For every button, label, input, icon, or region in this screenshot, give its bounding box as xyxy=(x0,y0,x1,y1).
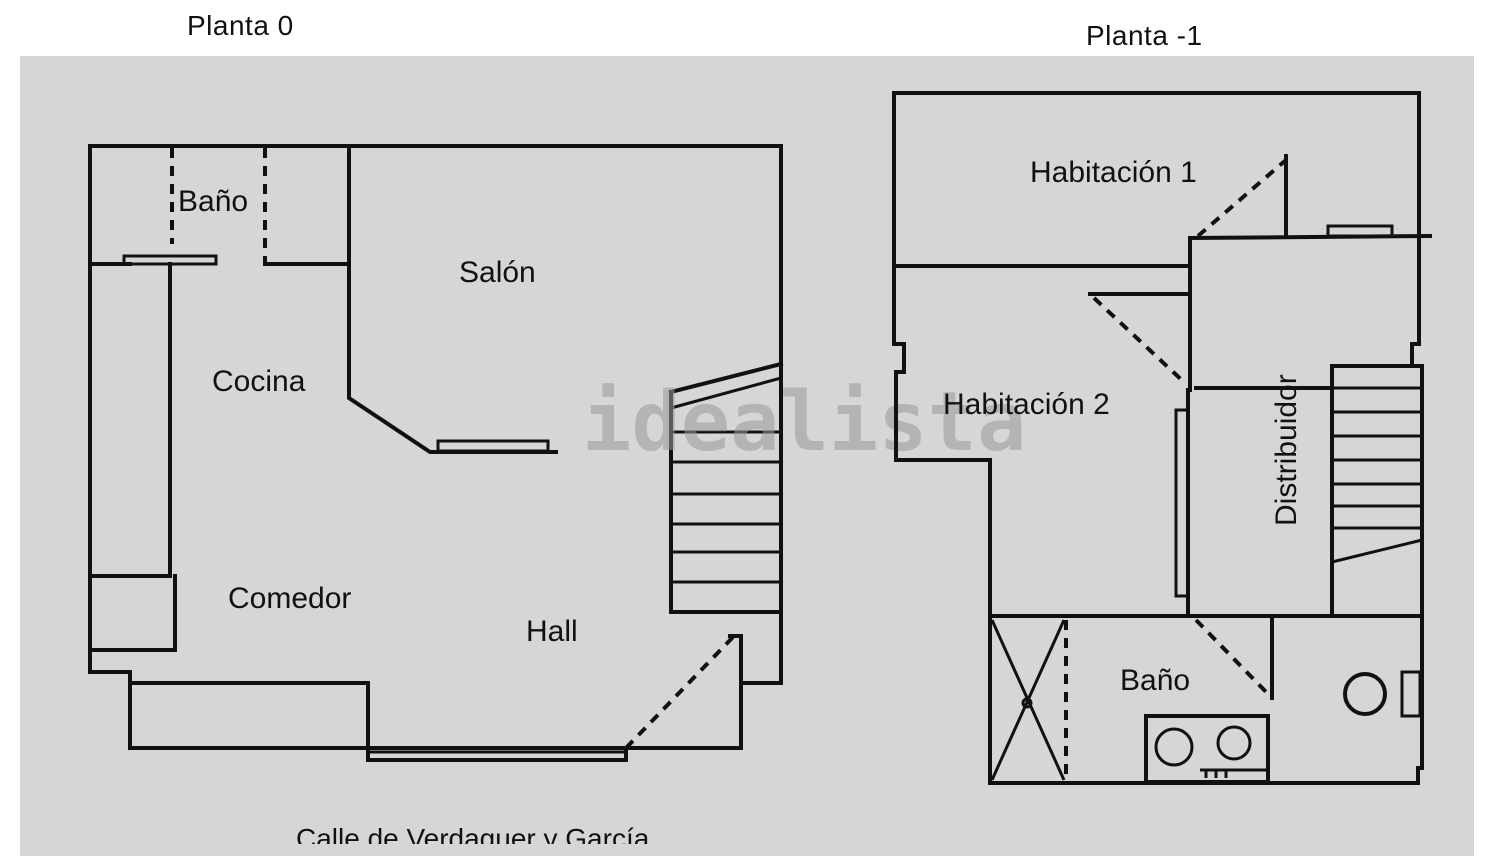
salon-partition xyxy=(347,144,558,454)
room-label-salon: Salón xyxy=(459,256,536,289)
watermark: idealista xyxy=(582,375,1026,470)
room-label-bano-basement: Baño xyxy=(1120,664,1190,697)
basement-outer-wall xyxy=(892,91,1424,785)
floor-title-planta-minus-1: Planta -1 xyxy=(1086,20,1203,51)
hab1-door-swing xyxy=(1196,158,1288,238)
entrance-door-swing xyxy=(624,634,736,750)
hab1-threshold xyxy=(1326,224,1394,238)
ground-floor-plan xyxy=(88,144,784,762)
kitchen-counter xyxy=(88,262,177,652)
room-label-bano: Baño xyxy=(178,185,248,218)
street-label: Calle de Verdaguer y García xyxy=(296,823,650,844)
entrance-door xyxy=(728,634,743,750)
room-label-habitacion-2: Habitación 2 xyxy=(943,388,1110,421)
ground-bottom-step xyxy=(128,681,628,762)
basement-floor-plan xyxy=(892,91,1433,785)
sink-cabinet xyxy=(1144,714,1270,784)
room-label-cocina: Cocina xyxy=(212,365,306,398)
basement-stairs xyxy=(1330,364,1424,618)
floor-title-planta-0: Planta 0 xyxy=(187,10,294,41)
hab2-door-swing xyxy=(1092,296,1188,386)
room-label-habitacion-1: Habitación 1 xyxy=(1030,156,1197,189)
room-label-comedor: Comedor xyxy=(228,582,351,615)
salon-threshold xyxy=(436,439,550,453)
bano-door-swing xyxy=(1194,618,1272,698)
closet xyxy=(1174,408,1190,598)
distribuidor-left-wall xyxy=(1186,386,1332,618)
shower xyxy=(990,619,1068,782)
toilet xyxy=(1343,670,1422,718)
ground-stairs xyxy=(668,361,784,614)
room-label-distribuidor: Distribuidor xyxy=(1270,374,1303,526)
plan-background xyxy=(20,56,1474,856)
room-label-hall: Hall xyxy=(526,615,578,648)
